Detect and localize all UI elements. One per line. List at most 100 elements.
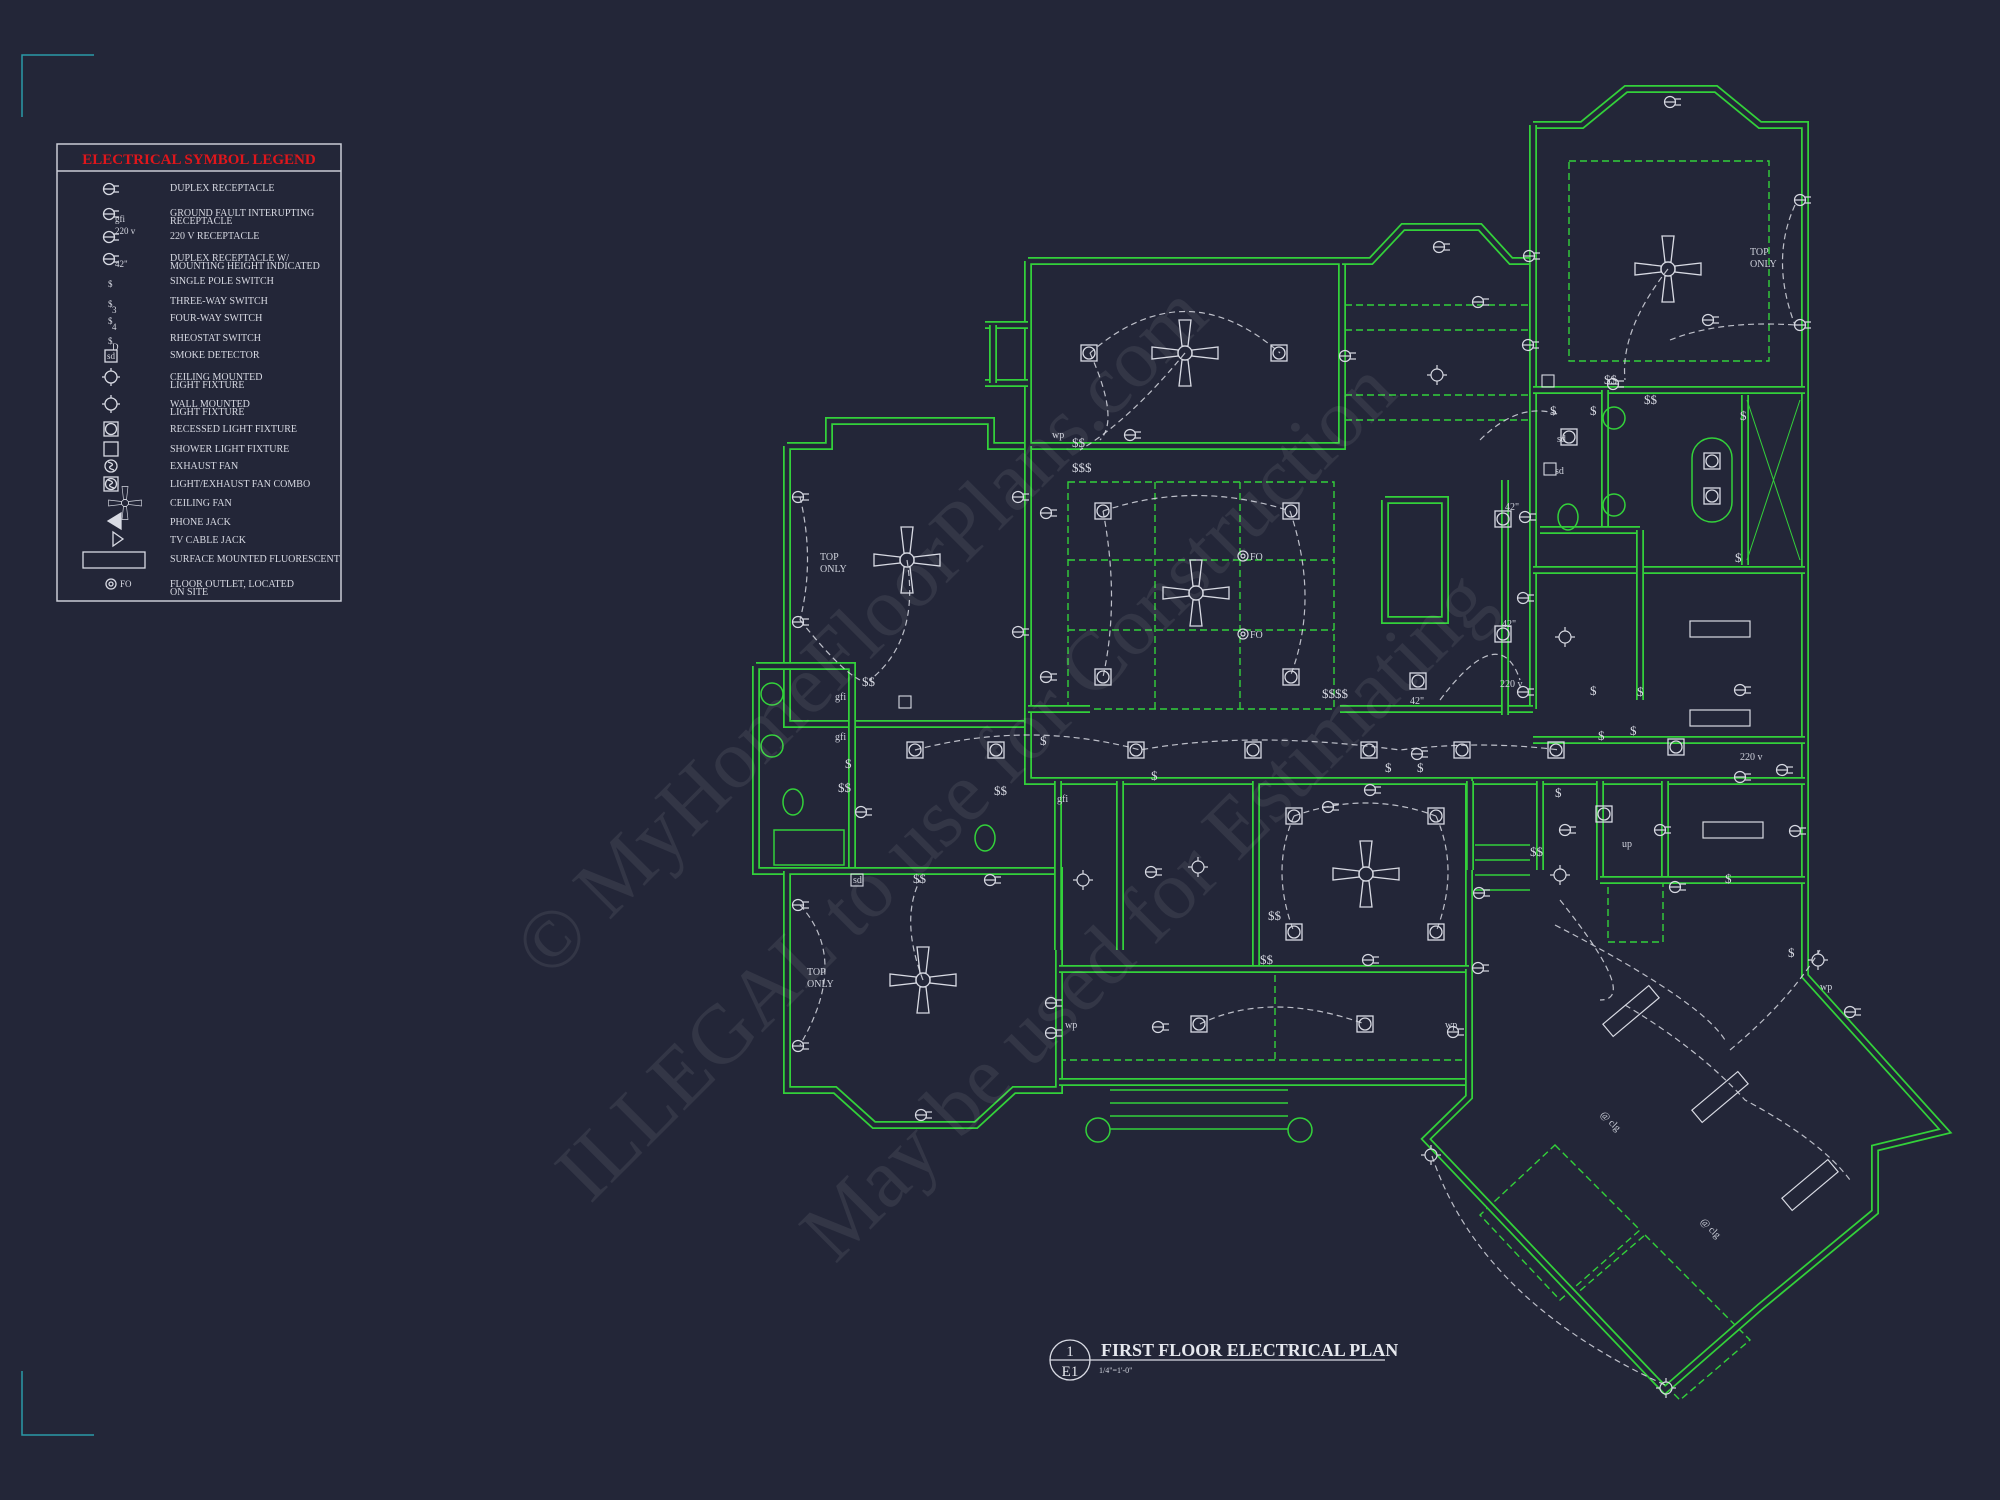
legend-item-label: CEILING MOUNTED	[170, 372, 263, 383]
recessed-light-icon	[987, 741, 1005, 759]
four-way-switch-icon: $4	[108, 316, 117, 332]
recessed-light-icon	[1282, 502, 1300, 520]
fan-blade	[889, 973, 917, 987]
recessed-light-lamp	[1096, 504, 1110, 518]
toilet-fixture	[974, 824, 996, 852]
circuit-wire	[1623, 268, 1669, 381]
fan-blade	[1634, 262, 1662, 276]
light-body	[1424, 1148, 1438, 1162]
recessed-light-icon	[1560, 428, 1578, 446]
plan-label: wp	[1445, 1020, 1457, 1031]
duplex-receptacle-icon	[1472, 886, 1490, 900]
circuit-wire	[1199, 1006, 1366, 1025]
plan-label: ONLY	[807, 979, 834, 990]
gfi-receptacle-icon: gfi	[102, 207, 125, 224]
duplex-receptacle-icon	[1410, 747, 1428, 761]
circuit-wire	[1089, 310, 1281, 354]
recessed-light-frame	[1244, 741, 1262, 759]
duplex-receptacle-icon	[1144, 865, 1162, 879]
legend-item-label: RHEOSTAT SWITCH	[170, 333, 261, 344]
rheostat-switch-icon: $D	[108, 336, 119, 352]
circuit-wire	[1559, 899, 1614, 1001]
recessed-light-icon	[1282, 668, 1300, 686]
duplex-receptacle-icon	[791, 615, 809, 629]
sheet-number: E1	[1062, 1364, 1079, 1380]
floor-outlet-icon	[1237, 550, 1249, 562]
switch-icon: $$	[994, 783, 1008, 798]
recessed-lamp	[104, 422, 118, 436]
recessed-light-lamp	[1096, 670, 1110, 684]
legend-item: EXHAUST FAN	[104, 459, 238, 473]
light-body	[1558, 630, 1572, 644]
recessed-light-frame	[1270, 344, 1288, 362]
recessed-light-lamp	[908, 743, 922, 757]
three-way-switch-icon: $3	[108, 299, 117, 315]
fan-blade	[128, 499, 142, 507]
recessed-light-icon	[1703, 487, 1721, 505]
switch-icon: $	[845, 756, 852, 771]
switch-icon: $	[1637, 684, 1644, 699]
legend-item-label: MOUNTING HEIGHT INDICATED	[170, 261, 320, 272]
plan-label: wp	[1052, 430, 1064, 441]
ceiling-fan-icon	[1634, 235, 1702, 303]
legend-item-label: DUPLEX RECEPTACLE	[170, 183, 274, 194]
recessed-light-icon	[1270, 344, 1288, 362]
recessed-light-lamp	[1597, 807, 1611, 821]
legend-item: $D RHEOSTAT SWITCH	[108, 333, 261, 352]
exhaust-swirl	[107, 461, 115, 471]
plan-label: @ clg	[1598, 1109, 1623, 1134]
recessed-light-lamp	[989, 743, 1003, 757]
fan-blade	[913, 553, 941, 567]
recessed-light-lamp	[1669, 740, 1683, 754]
recessed-light-icon	[1409, 672, 1427, 690]
plan-label: TOP	[807, 967, 826, 978]
duplex-receptacle-icon	[1733, 770, 1751, 784]
recessed-light-lamp	[1284, 670, 1298, 684]
legend-icon-tag: $	[108, 316, 113, 326]
corner-mark-top-left	[21, 54, 94, 117]
bathtub-fixture	[773, 829, 845, 866]
recessed-light-lamp	[1496, 627, 1510, 641]
fan-blade	[1189, 599, 1203, 627]
recessed-light-lamp	[1496, 512, 1510, 526]
recessed-light-frame	[1547, 741, 1565, 759]
sink-fixture	[760, 734, 784, 758]
legend-item-label: SHOWER LIGHT FIXTURE	[170, 444, 289, 455]
drawing-scale: 1/4"=1'-0"	[1099, 1366, 1132, 1375]
single-pole-switch-icon: $	[108, 279, 113, 289]
light-body	[104, 397, 118, 411]
deck-outline	[1573, 1234, 1752, 1401]
legend-item-label: EXHAUST FAN	[170, 461, 238, 472]
recessed-light-icon	[1360, 741, 1378, 759]
duplex-receptacle-icon	[1775, 763, 1793, 777]
switch-icon: $	[1040, 733, 1047, 748]
legend-item: SURFACE MOUNTED FLUORESCENT	[82, 551, 340, 569]
ceiling-fan-icon	[889, 946, 957, 1014]
wall-segment-inner	[1342, 224, 1533, 264]
duplex-receptacle-icon	[1471, 295, 1489, 309]
fan-blade	[1359, 880, 1373, 908]
ceiling-fan-icon	[1332, 840, 1400, 908]
smoke-detector-icon	[1543, 462, 1557, 476]
recessed-light-lamp	[1455, 743, 1469, 757]
duplex-receptacle-icon	[1432, 240, 1450, 254]
recessed-light-lamp	[1549, 743, 1563, 757]
plan-label: wp	[1065, 1020, 1077, 1031]
fan-blade	[1178, 359, 1192, 387]
phone-triangle	[106, 511, 122, 531]
sink-fixture	[760, 682, 784, 706]
plan-label: @ clg	[1698, 1216, 1723, 1241]
recessed-light-icon	[1094, 502, 1112, 520]
sink-fixture	[1602, 493, 1626, 517]
recessed-light-frame	[1595, 805, 1613, 823]
legend-title: ELECTRICAL SYMBOL LEGEND	[82, 152, 316, 168]
plan-label: 220 v	[1740, 752, 1763, 763]
ceiling-fan-icon	[1151, 319, 1219, 387]
legend-item-label: CEILING FAN	[170, 498, 232, 509]
switch-icon: $$	[838, 780, 852, 795]
legend-item: LIGHT/EXHAUST FAN COMBO	[103, 476, 310, 492]
legend: ELECTRICAL SYMBOL LEGEND DUPLEX RECEPTAC…	[56, 143, 342, 602]
plan-label: sd	[1555, 466, 1564, 477]
shower-light-icon	[103, 441, 119, 457]
recessed-light-icon	[1094, 668, 1112, 686]
